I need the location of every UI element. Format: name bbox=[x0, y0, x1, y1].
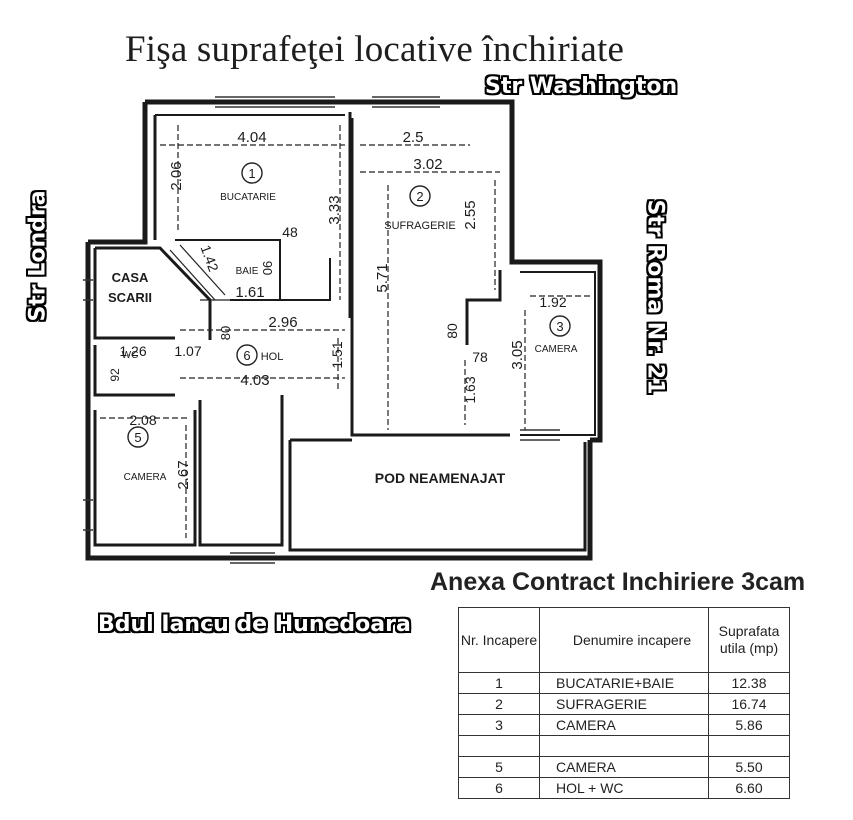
street-label-west: Str Londra bbox=[25, 190, 51, 322]
dim-80-hol: 80 bbox=[218, 326, 233, 340]
cell-area: 6.60 bbox=[708, 777, 790, 799]
cell-name: CAMERA bbox=[539, 714, 709, 736]
dim-2-06: 2.06 bbox=[168, 161, 185, 190]
walls bbox=[85, 99, 603, 561]
dim-1-26: 1.26 bbox=[119, 343, 146, 359]
cell-nr: 5 bbox=[458, 756, 540, 778]
dim-2-5: 2.5 bbox=[403, 129, 424, 146]
dim-2-67: 2.67 bbox=[175, 460, 192, 489]
dim-3-05: 3.05 bbox=[509, 340, 526, 369]
pod-neamenajat: POD NEAMENAJAT bbox=[375, 470, 506, 486]
cell-nr: 3 bbox=[458, 714, 540, 736]
cell-nr: 6 bbox=[458, 777, 540, 799]
table-row: 1 BUCATARIE+BAIE 12.38 bbox=[458, 672, 790, 694]
dim-3-33: 3.33 bbox=[326, 195, 343, 224]
cell-nr: 2 bbox=[458, 693, 540, 715]
annex-heading: Anexa Contract Inchiriere 3cam bbox=[430, 568, 806, 596]
cell-name: BUCATARIE+BAIE bbox=[539, 672, 709, 694]
room6-name: HOL bbox=[261, 351, 284, 363]
cell-nr: 1 bbox=[458, 672, 540, 694]
dim-78: 78 bbox=[472, 349, 488, 365]
room5-name: CAMERA bbox=[124, 472, 167, 483]
room2-number: 2 bbox=[416, 189, 423, 204]
table-row bbox=[458, 735, 790, 757]
room1-name: BUCATARIE bbox=[220, 192, 276, 203]
cell-area: 16.74 bbox=[708, 693, 790, 715]
dim-2-96: 2.96 bbox=[268, 314, 297, 331]
cell-name: CAMERA bbox=[539, 756, 709, 778]
cell-nr bbox=[458, 735, 540, 757]
street-label-east: Str Roma Nr. 21 bbox=[642, 199, 668, 395]
header-nr: Nr. Incapere bbox=[458, 607, 540, 673]
dimension-lines bbox=[100, 125, 590, 538]
table-row: 3 CAMERA 5.86 bbox=[458, 714, 790, 736]
header-suprafata: Suprafata utila (mp) bbox=[708, 607, 790, 673]
table-row: 2 SUFRAGERIE 16.74 bbox=[458, 693, 790, 715]
room3-name: CAMERA bbox=[535, 344, 578, 355]
rooms-table: Nr. Incapere Denumire incapere Suprafata… bbox=[458, 607, 790, 799]
room6-number: 6 bbox=[243, 348, 250, 363]
dim-2-55: 2.55 bbox=[462, 200, 479, 229]
cell-area: 12.38 bbox=[708, 672, 790, 694]
table-header-row: Nr. Incapere Denumire incapere Suprafata… bbox=[458, 607, 790, 673]
dim-4-03: 4.03 bbox=[240, 372, 269, 389]
wc-name: WC bbox=[122, 350, 139, 361]
dim-2-08: 2.08 bbox=[129, 412, 156, 428]
cell-name: SUFRAGERIE bbox=[539, 693, 709, 715]
dim-3-02: 3.02 bbox=[413, 156, 442, 173]
room1-number: 1 bbox=[248, 166, 255, 181]
dim-1-51: 1.51 bbox=[329, 341, 345, 368]
dim-1-07: 1.07 bbox=[174, 343, 201, 359]
baie-name: BAIE bbox=[236, 266, 259, 277]
dim-5-71: 5.71 bbox=[374, 263, 391, 292]
window-marks bbox=[83, 96, 560, 564]
dim-80-sufragerie: 80 bbox=[444, 323, 460, 339]
dim-1-63: 1.63 bbox=[462, 376, 478, 403]
cell-area bbox=[708, 735, 790, 757]
cell-name bbox=[539, 735, 709, 757]
header-denumire: Denumire incapere bbox=[539, 607, 709, 673]
table-row: 5 CAMERA 5.50 bbox=[458, 756, 790, 778]
room2-name: SUFRAGERIE bbox=[384, 220, 456, 232]
page-title: Fişa suprafeţei locative închiriate bbox=[125, 29, 625, 70]
dim-48: 48 bbox=[282, 224, 298, 240]
dim-06: 06 bbox=[260, 261, 275, 275]
dim-1-92: 1.92 bbox=[539, 294, 566, 310]
street-label-north: Str Washington bbox=[485, 74, 678, 99]
cell-name: HOL + WC bbox=[539, 777, 709, 799]
room3-number: 3 bbox=[556, 319, 563, 334]
baie-diagonal bbox=[169, 244, 235, 301]
cell-area: 5.50 bbox=[708, 756, 790, 778]
casa-scarii-line2: SCARII bbox=[108, 290, 152, 305]
dim-4-04: 4.04 bbox=[237, 129, 266, 146]
street-label-south: Bdul Iancu de Hunedoara bbox=[98, 612, 411, 637]
cell-area: 5.86 bbox=[708, 714, 790, 736]
room5-number: 5 bbox=[134, 430, 141, 445]
room-markers: 1 2 3 5 6 bbox=[127, 162, 571, 448]
dim-1-61: 1.61 bbox=[235, 284, 264, 301]
dim-92: 92 bbox=[108, 368, 122, 382]
table-row: 6 HOL + WC 6.60 bbox=[458, 777, 790, 799]
casa-scarii-line1: CASA bbox=[112, 270, 149, 285]
